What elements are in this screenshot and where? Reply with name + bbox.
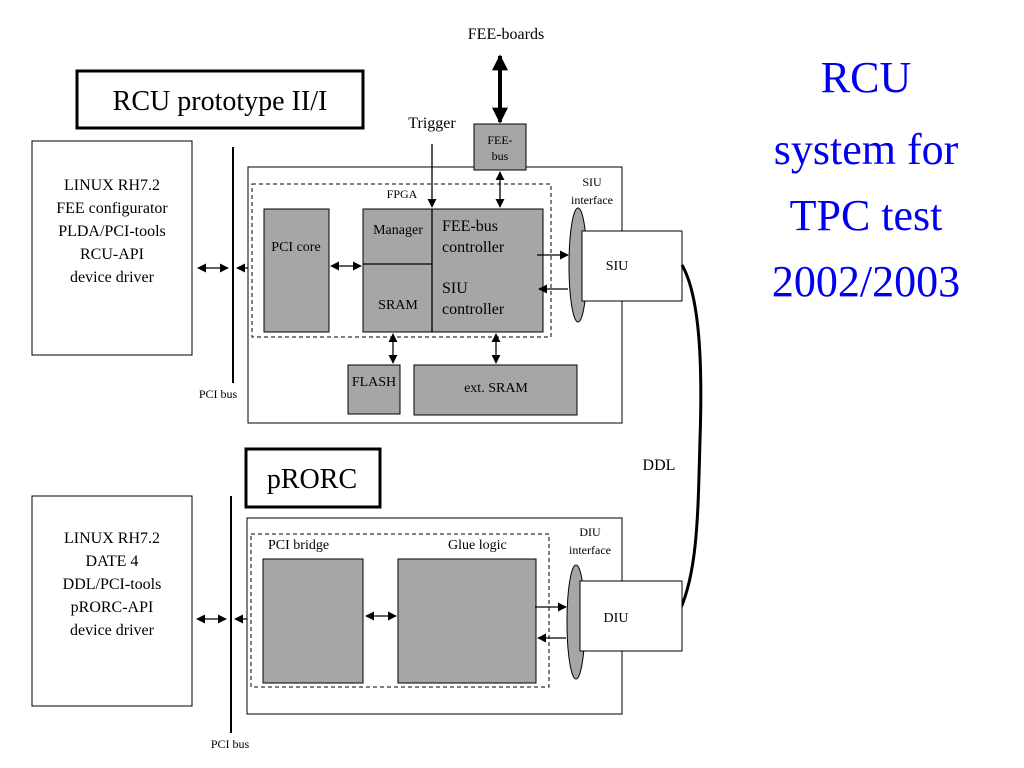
manager-label: Manager (373, 223, 423, 238)
fee-bus-line-1: FEE- (487, 133, 512, 147)
pci-bridge-block (262, 558, 364, 684)
rcu-host-line-4: RCU-API (80, 246, 144, 263)
rcu-pci-bus-label: PCI bus (199, 387, 238, 401)
ext-sram-block: ext. SRAM (413, 364, 578, 416)
prorc-host-box: LINUX RH7.2 DATE 4 DDL/PCI-tools pRORC-A… (31, 495, 193, 707)
glue-logic-block (397, 558, 537, 684)
rcu-heading: RCU prototype II/I (113, 86, 328, 117)
fpga-label: FPGA (387, 187, 418, 201)
fpga-logic-block: Manager SRAM FEE-bus controller SIU cont… (362, 208, 544, 333)
diu-interface-line-1: DIU (579, 525, 601, 539)
rcu-host-line-3: PLDA/PCI-tools (58, 223, 166, 240)
fee-boards-label: FEE-boards (468, 26, 544, 43)
fee-bus-block: FEE- bus (473, 123, 527, 171)
prorc-host-line-4: pRORC-API (71, 599, 154, 616)
diu-interface-line-2: interface (569, 543, 611, 557)
title-line-1: RCU (821, 53, 911, 102)
siu-label: SIU (606, 259, 629, 274)
slide-title: RCU system for TPC test 2002/2003 (772, 53, 960, 306)
siu-interface-line-2: interface (571, 193, 613, 207)
prorc-host-line-5: device driver (70, 622, 155, 639)
siu-controller-line-1: SIU (442, 280, 468, 297)
sram-label: SRAM (378, 298, 418, 313)
fpga-outline (251, 183, 552, 338)
prorc-heading-box: pRORC (244, 447, 382, 509)
title-line-2: system for (774, 125, 959, 174)
rcu-heading-box: RCU prototype II/I (75, 69, 365, 130)
rcu-host-line-1: LINUX RH7.2 (64, 177, 160, 194)
feebus-controller-line-2: controller (442, 239, 505, 256)
siu-block: SIU (581, 230, 683, 302)
fee-bus-line-2: bus (492, 149, 509, 163)
prorc-pci-bus-label: PCI bus (211, 737, 250, 751)
diu-block: DIU (579, 580, 683, 652)
glue-logic-label: Glue logic (448, 538, 507, 553)
diu-label: DIU (604, 611, 629, 626)
title-line-3: TPC test (790, 191, 943, 240)
pci-core-label: PCI core (271, 240, 320, 255)
rcu-host-line-2: FEE configurator (56, 200, 168, 217)
prorc-host-line-2: DATE 4 (86, 553, 139, 570)
feebus-controller-line-1: FEE-bus (442, 218, 498, 235)
prorc-host-line-1: LINUX RH7.2 (64, 530, 160, 547)
ext-sram-label: ext. SRAM (464, 381, 528, 396)
rcu-host-box: LINUX RH7.2 FEE configurator PLDA/PCI-to… (31, 140, 193, 356)
ddl-cable (678, 264, 703, 611)
flash-block: FLASH (347, 364, 401, 415)
title-line-4: 2002/2003 (772, 257, 960, 306)
rcu-host-line-5: device driver (70, 269, 155, 286)
pci-bridge-label: PCI bridge (268, 538, 329, 553)
trigger-label: Trigger (408, 115, 456, 132)
pci-core-block: PCI core (263, 208, 330, 333)
flash-label: FLASH (352, 375, 396, 390)
ddl-label: DDL (643, 457, 676, 474)
siu-interface-line-1: SIU (582, 175, 602, 189)
siu-controller-line-2: controller (442, 301, 505, 318)
prorc-logic-outline (250, 533, 550, 688)
prorc-heading: pRORC (267, 464, 357, 495)
prorc-host-line-3: DDL/PCI-tools (63, 576, 162, 593)
